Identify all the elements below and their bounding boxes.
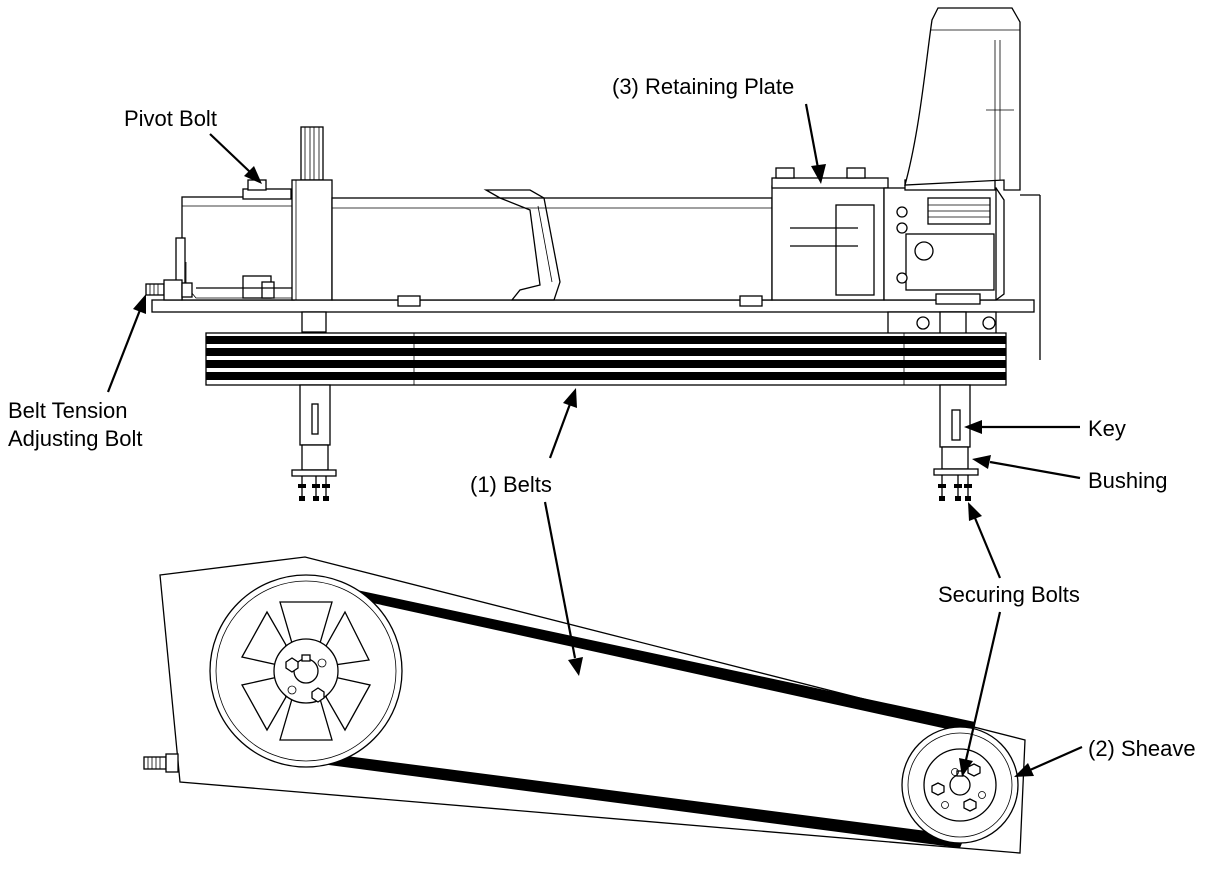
key-label: Key (1088, 416, 1126, 441)
belts-side-view (205, 332, 1007, 386)
plan-view-assembly (143, 556, 1026, 854)
bushing-label: Bushing (1088, 468, 1168, 493)
left-securing-bolts (298, 476, 330, 501)
callout-labels: Pivot Bolt (3) Retaining Plate Belt Tens… (8, 74, 1196, 761)
key (951, 409, 961, 441)
main-frame (331, 189, 773, 307)
plan-adjusting-bolt (143, 753, 179, 773)
large-pulley (209, 574, 403, 768)
drive-shaft-housing (291, 126, 333, 333)
right-shaft-assembly (933, 384, 979, 501)
base-plate (151, 299, 1035, 313)
pivot-linkage (196, 275, 292, 299)
right-securing-bolts (938, 475, 972, 501)
guard-housing-outline (159, 556, 1026, 854)
securing-bolts-label: Securing Bolts (938, 582, 1080, 607)
right-gearbox (883, 169, 1005, 305)
motor-housing (175, 188, 295, 301)
pivot-bolt-label: Pivot Bolt (124, 106, 217, 131)
belts-plan-view (300, 582, 975, 848)
left-shaft-assembly (291, 384, 337, 501)
side-view-assembly (145, 7, 1041, 501)
belt-tension-bolt (145, 279, 193, 301)
leader-arrows (106, 103, 1083, 777)
bushing (941, 446, 969, 470)
belt-tension-label-line1: Belt Tension (8, 398, 127, 423)
retaining-plate (771, 167, 889, 301)
guard-panel (904, 7, 1041, 360)
right-shaft-housing (887, 311, 997, 335)
sheave-label: (2) Sheave (1088, 736, 1196, 761)
belts-label: (1) Belts (470, 472, 552, 497)
belt-tension-label-line2: Adjusting Bolt (8, 426, 143, 451)
retaining-plate-label: (3) Retaining Plate (612, 74, 794, 99)
small-sheave (901, 726, 1019, 844)
